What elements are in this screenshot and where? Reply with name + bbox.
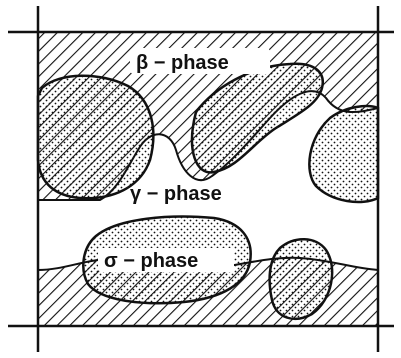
beta-phase-label-group: β − phase bbox=[130, 48, 270, 74]
beta-phase-label: β − phase bbox=[136, 52, 229, 74]
sigma-particle-left bbox=[36, 74, 155, 200]
sigma-particle-bottom-right bbox=[268, 238, 334, 320]
sigma-particle-right bbox=[308, 104, 380, 204]
sigma-phase-label: σ − phase bbox=[104, 250, 198, 272]
gamma-phase-label: γ − phase bbox=[130, 183, 222, 205]
sigma-phase-label-group: σ − phase bbox=[98, 248, 234, 272]
